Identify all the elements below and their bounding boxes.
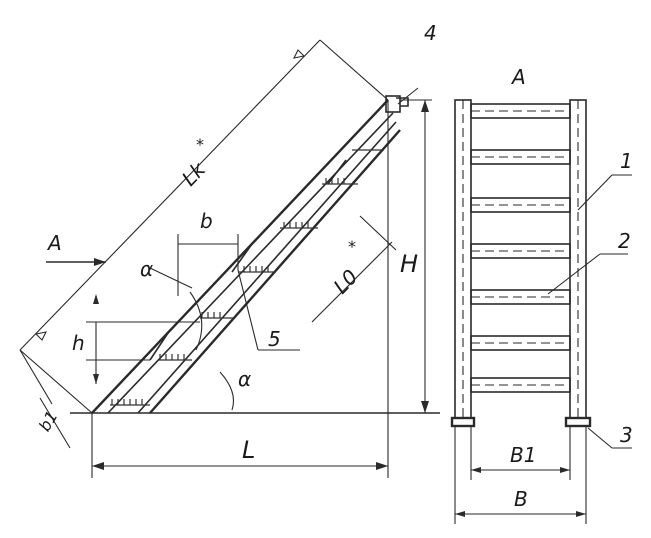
label-lk-mark: * (196, 135, 204, 154)
label-b: b (200, 209, 213, 233)
dim-b1-line (39, 397, 71, 449)
labels: A A Lk * L0 * b α α h H L b1 B1 B 1 2 3 … (35, 21, 633, 511)
label-callout-5: 5 (268, 327, 281, 351)
side-view (19, 39, 440, 478)
brace (231, 243, 253, 273)
angle-arc-bottom (219, 371, 235, 411)
front-steps (470, 103, 571, 393)
brace (327, 159, 347, 185)
label-L: L (242, 436, 255, 464)
right-foot (564, 416, 592, 428)
leader-2 (547, 253, 601, 295)
label-callout-4: 4 (424, 21, 437, 45)
label-callout-1: 1 (620, 149, 633, 173)
stringer-inner-line (107, 112, 394, 414)
label-alpha-top: α (140, 257, 153, 281)
left-foot (450, 416, 476, 428)
stringer-outer-line (91, 99, 389, 414)
leader-4 (397, 87, 419, 105)
label-B1: B1 (510, 443, 536, 467)
dim-lk-line (19, 39, 321, 351)
label-l0: L0 (329, 265, 363, 299)
top-bracket (385, 95, 401, 113)
top-hook (396, 97, 409, 107)
label-b1: b1 (35, 408, 62, 435)
front-view (450, 99, 632, 524)
label-callout-3: 3 (620, 423, 633, 447)
step-marks (110, 149, 384, 406)
label-B: B (514, 487, 528, 511)
leader-3 (587, 427, 613, 449)
dim-l0-line (311, 241, 393, 323)
leader-5 (237, 269, 259, 351)
label-l0-mark: * (348, 237, 356, 256)
label-callout-2: 2 (618, 229, 631, 253)
label-h: h (72, 331, 85, 355)
label-alpha-bottom: α (238, 367, 251, 391)
leader-alpha-top (149, 267, 193, 289)
leader-1 (577, 174, 613, 211)
angle-arc-top (189, 291, 203, 351)
label-view-side: A (46, 231, 62, 255)
label-lk: Lk (177, 157, 211, 191)
label-H: H (400, 250, 418, 278)
label-view-front: A (510, 65, 526, 89)
stringer-lower-inner-line (137, 121, 397, 414)
brace (149, 329, 171, 361)
